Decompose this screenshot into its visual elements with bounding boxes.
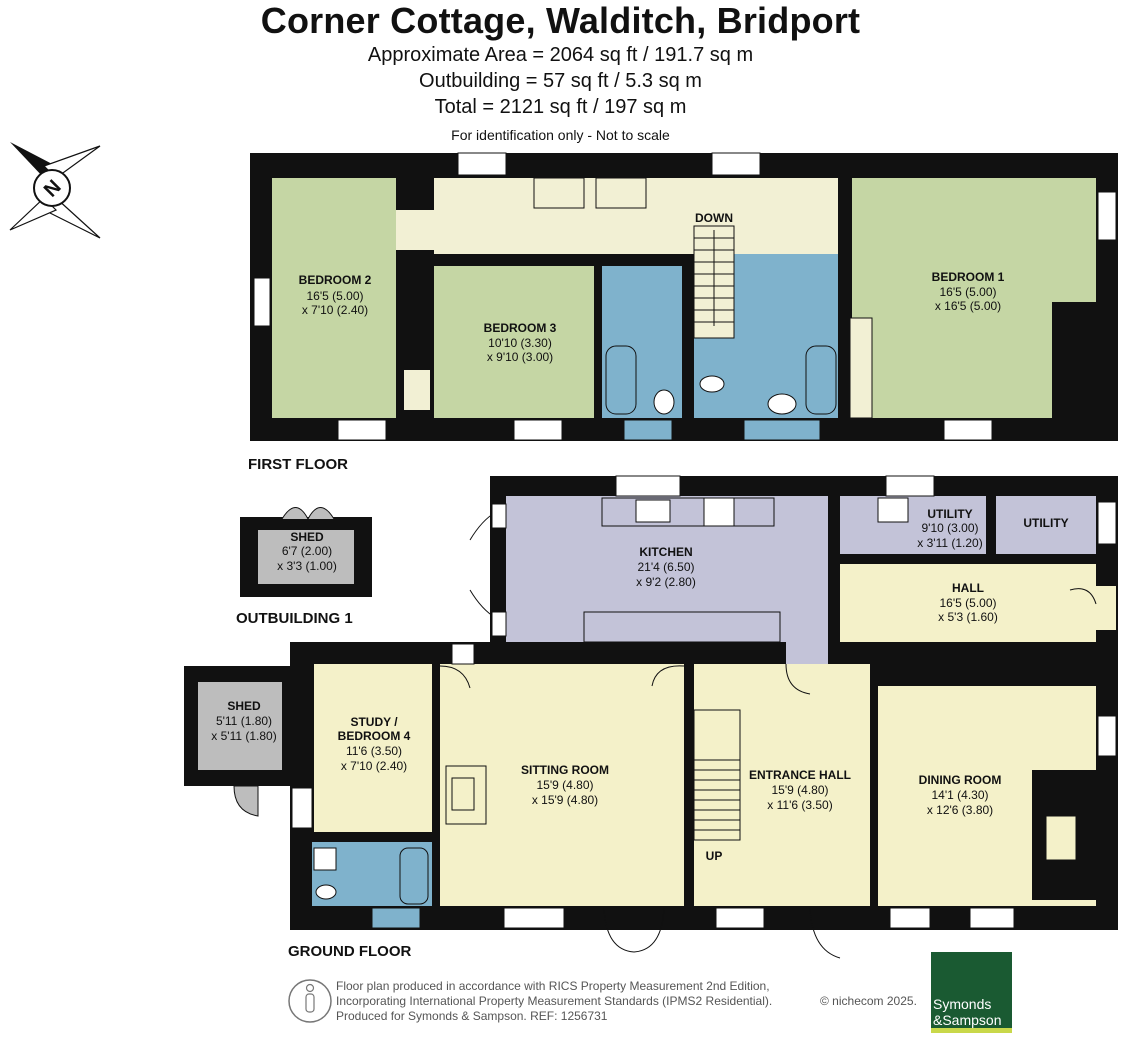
bedroom3-dim1: 10'10 (3.30) <box>488 336 552 350</box>
bedroom1-name: BEDROOM 1 <box>932 270 1005 284</box>
shed-ground-name: SHED <box>227 699 261 713</box>
hall-dim2: x 5'3 (1.60) <box>938 610 998 624</box>
brand-line1: Symonds <box>933 996 992 1012</box>
ground-floor: UP KITCHEN 21'4 (6.50) x 9'2 (2.80) UTIL… <box>184 475 1118 959</box>
study-dim2: x 7'10 (2.40) <box>341 759 407 773</box>
kitchen-dim2: x 9'2 (2.80) <box>636 575 696 589</box>
dining-room-dim2: x 12'6 (3.80) <box>927 803 993 817</box>
footer-line3: Produced for Symonds & Sampson. REF: 125… <box>336 1009 608 1023</box>
disclaimer: For identification only - Not to scale <box>451 127 670 143</box>
utility1-name: UTILITY <box>927 507 972 521</box>
study-name-line1: STUDY / <box>350 715 398 729</box>
footer-note: Floor plan produced in accordance with R… <box>336 979 772 1024</box>
stairs-up-label: UP <box>706 849 723 863</box>
bedroom1-dim2: x 16'5 (5.00) <box>935 299 1001 313</box>
outbuilding: SHED 6'7 (2.00) x 3'3 (1.00) <box>240 507 372 597</box>
brand-line2: &Sampson <box>933 1012 1002 1028</box>
first-floor: DOWN BEDROOM 2 16'5 (5.00) x 7'10 (2.40)… <box>250 152 1118 441</box>
shed-outbuilding-dim2: x 3'3 (1.00) <box>277 559 337 573</box>
brand-bar <box>931 1028 1012 1033</box>
kitchen-name: KITCHEN <box>639 545 692 559</box>
sitting-room-dim2: x 15'9 (4.80) <box>532 793 598 807</box>
entrance-hall-dim2: x 11'6 (3.50) <box>767 798 832 812</box>
plan-title: Corner Cottage, Walditch, Bridport <box>260 0 861 41</box>
sitting-room-dim1: 15'9 (4.80) <box>537 778 594 792</box>
study-name-line2: BEDROOM 4 <box>338 729 411 743</box>
utility1-dim2: x 3'11 (1.20) <box>917 536 982 550</box>
footer-line1: Floor plan produced in accordance with R… <box>336 979 770 993</box>
hall-dim1: 16'5 (5.00) <box>940 596 997 610</box>
kitchen-dim1: 21'4 (6.50) <box>638 560 695 574</box>
shed-outbuilding-dim1: 6'7 (2.00) <box>282 544 332 558</box>
ground-floor-label: GROUND FLOOR <box>288 943 411 960</box>
outbuilding-label: OUTBUILDING 1 <box>236 610 353 627</box>
area-total: Total = 2121 sq ft / 197 sq m <box>434 96 687 118</box>
entrance-hall-name: ENTRANCE HALL <box>749 768 851 782</box>
footer-line2: Incorporating International Property Mea… <box>336 994 773 1008</box>
compass-icon: N <box>9 142 101 239</box>
bedroom2-name: BEDROOM 2 <box>299 273 372 287</box>
entrance-hall-dim1: 15'9 (4.80) <box>772 783 829 797</box>
study-dim1: 11'6 (3.50) <box>346 744 402 758</box>
bedroom1-dim1: 16'5 (5.00) <box>940 285 997 299</box>
copyright: © nichecom 2025. <box>820 994 917 1008</box>
shed-outbuilding-name: SHED <box>290 530 324 544</box>
bedroom2-dim2: x 7'10 (2.40) <box>302 303 368 317</box>
area-outbuilding: Outbuilding = 57 sq ft / 5.3 sq m <box>419 70 702 92</box>
utility1-dim1: 9'10 (3.00) <box>922 521 979 535</box>
bedroom2-dim1: 16'5 (5.00) <box>307 289 364 303</box>
sitting-room-name: SITTING ROOM <box>521 763 609 777</box>
first-floor-label: FIRST FLOOR <box>248 456 348 473</box>
stairs-down-label: DOWN <box>695 211 733 225</box>
brand-logo: Symonds &Sampson <box>931 952 1012 1033</box>
shed-ground-dim1: 5'11 (1.80) <box>216 714 272 728</box>
person-icon <box>288 979 332 1023</box>
shed-ground-dim2: x 5'11 (1.80) <box>211 729 276 743</box>
utility2-name: UTILITY <box>1023 516 1068 530</box>
hall-name: HALL <box>952 581 984 595</box>
dining-room-dim1: 14'1 (4.30) <box>932 788 989 802</box>
bedroom3-name: BEDROOM 3 <box>484 321 557 335</box>
bedroom3-dim2: x 9'10 (3.00) <box>487 350 553 364</box>
area-main: Approximate Area = 2064 sq ft / 191.7 sq… <box>367 44 754 66</box>
dining-room-name: DINING ROOM <box>919 773 1002 787</box>
